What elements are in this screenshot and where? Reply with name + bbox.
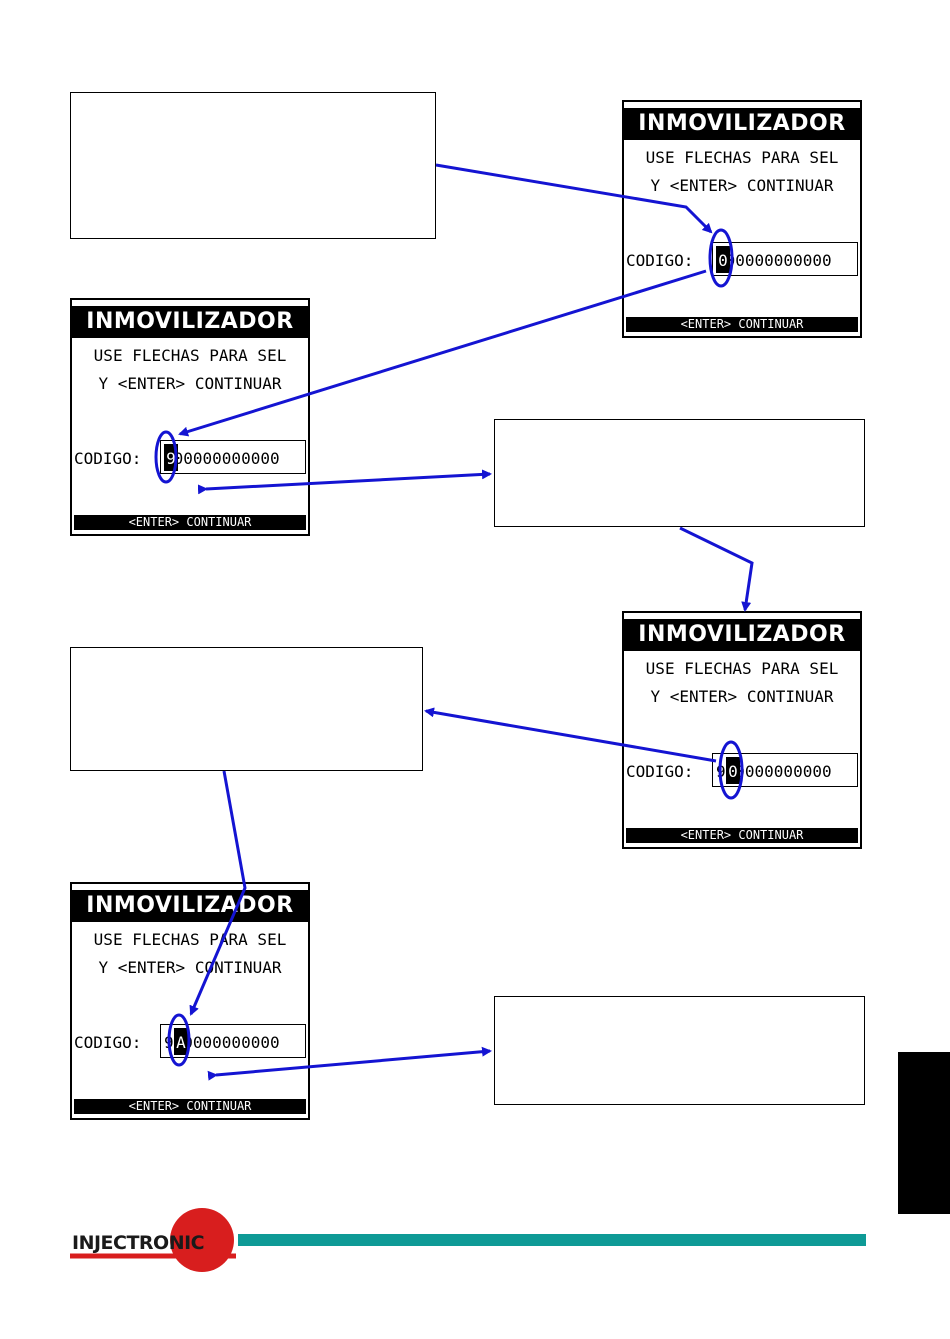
- highlight-ellipse-3: [718, 740, 744, 800]
- display-screen-1: INMOVILIZADOR USE FLECHAS PARA SEL Y <EN…: [622, 100, 862, 338]
- screen-footer: <ENTER> CONTINUAR: [74, 514, 306, 531]
- note-box-4: [494, 996, 865, 1105]
- side-tab: [898, 1052, 950, 1214]
- instruction-line-2: Y <ENTER> CONTINUAR: [98, 374, 282, 393]
- code-field: [712, 242, 858, 276]
- code-label: CODIGO:: [626, 251, 694, 270]
- code-value: 000000000000: [164, 449, 280, 468]
- instruction-line-2: Y <ENTER> CONTINUAR: [650, 687, 834, 706]
- code-label: CODIGO:: [626, 762, 694, 781]
- arrow-screen2-note2: [197, 469, 492, 495]
- code-field: [712, 753, 858, 787]
- cursor-char: 0: [728, 762, 738, 781]
- instruction-line-2: Y <ENTER> CONTINUAR: [98, 958, 282, 977]
- screen-footer: <ENTER> CONTINUAR: [74, 1098, 306, 1115]
- screen-title: INMOVILIZADOR: [624, 619, 860, 651]
- display-screen-2: INMOVILIZADOR USE FLECHAS PARA SEL Y <EN…: [70, 298, 310, 536]
- screen-footer: <ENTER> CONTINUAR: [626, 827, 858, 844]
- code-cursor: 0: [726, 757, 740, 784]
- accent-bar: [238, 1234, 866, 1246]
- screen-title: INMOVILIZADOR: [624, 108, 860, 140]
- display-screen-3: INMOVILIZADOR USE FLECHAS PARA SEL Y <EN…: [622, 611, 862, 849]
- code-label: CODIGO:: [74, 1033, 142, 1052]
- instruction-line-1: USE FLECHAS PARA SEL: [645, 148, 839, 167]
- instruction-line-1: USE FLECHAS PARA SEL: [645, 659, 839, 678]
- display-screen-4: INMOVILIZADOR USE FLECHAS PARA SEL Y <EN…: [70, 882, 310, 1120]
- screen-title: INMOVILIZADOR: [72, 890, 308, 922]
- instruction-line-1: USE FLECHAS PARA SEL: [93, 930, 287, 949]
- highlight-ellipse-2: [154, 430, 178, 484]
- cursor-char: 9: [166, 449, 176, 468]
- brand-logo-text: INJECTRONIC: [72, 1232, 205, 1254]
- code-cursor: A: [174, 1028, 188, 1055]
- arrow-note3-to-screen4: [189, 770, 247, 1016]
- note-box-2: [494, 419, 865, 527]
- screen-footer: <ENTER> CONTINUAR: [626, 316, 858, 333]
- cursor-char: A: [176, 1033, 186, 1052]
- arrow-screen4-note4: [207, 1046, 492, 1081]
- arrow-screen3-to-note3: [424, 707, 717, 763]
- arrow-note2-to-screen3: [679, 526, 754, 612]
- cursor-char: 0: [718, 251, 728, 270]
- code-value: 000000000000: [716, 251, 832, 270]
- arrow-screen1-to-screen2: [178, 269, 707, 437]
- code-value: 900000000000: [716, 762, 832, 781]
- code-label: CODIGO:: [74, 449, 142, 468]
- arrow-note1-to-screen1: [435, 163, 713, 234]
- highlight-ellipse-1: [708, 228, 734, 288]
- note-box-3: [70, 647, 423, 771]
- instruction-line-2: Y <ENTER> CONTINUAR: [650, 176, 834, 195]
- screen-title: INMOVILIZADOR: [72, 306, 308, 338]
- highlight-ellipse-4: [167, 1013, 191, 1067]
- note-box-1: [70, 92, 436, 239]
- code-cursor: 0: [716, 246, 730, 273]
- instruction-line-1: USE FLECHAS PARA SEL: [93, 346, 287, 365]
